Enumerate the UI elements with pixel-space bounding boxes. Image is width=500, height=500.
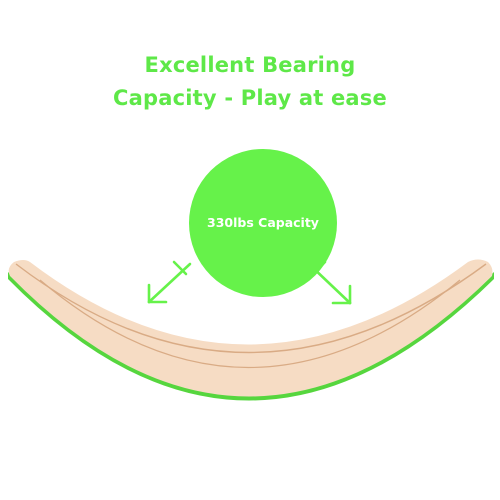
arrow-down-left-icon xyxy=(147,260,192,304)
headline-line-2: Capacity - Play at ease xyxy=(113,86,387,110)
headline-line-1: Excellent Bearing xyxy=(144,53,356,77)
capacity-badge: 330lbs Capacity xyxy=(189,149,337,297)
board-top-edge xyxy=(15,263,487,354)
board-grain-line xyxy=(39,279,461,368)
capacity-badge-label: 330lbs Capacity xyxy=(207,215,319,230)
board-underside-green-edge xyxy=(8,272,494,401)
wooden-balance-board xyxy=(8,259,493,397)
